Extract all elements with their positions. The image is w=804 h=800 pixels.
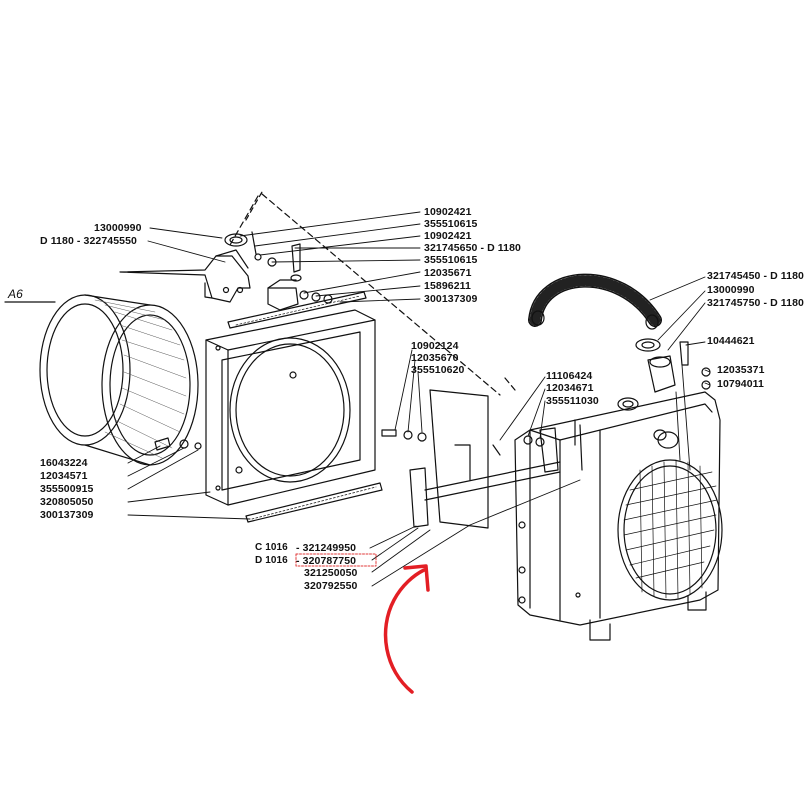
screw-16043224 xyxy=(154,437,202,451)
part-label: 355511030 xyxy=(546,395,599,407)
part-label: 10902421 xyxy=(424,230,472,242)
pipe-support-bracket xyxy=(119,233,251,303)
part-label: 16043224 xyxy=(40,457,88,469)
model-label: D 1016 xyxy=(255,555,288,566)
part-label: 355500915 xyxy=(40,483,94,495)
leaders-top-left xyxy=(147,227,226,263)
bracket-bolts xyxy=(251,231,333,311)
part-label: 15896211 xyxy=(424,280,471,292)
hose-outlet xyxy=(635,338,711,393)
shroud-frame xyxy=(205,309,376,506)
part-label: 321250050 xyxy=(304,567,358,579)
leaders-center xyxy=(394,349,423,433)
part-label: - 320787750 xyxy=(296,555,357,567)
leaders-variants xyxy=(369,479,581,587)
part-label: 300137309 xyxy=(424,293,478,305)
part-label: 321745650 - D 1180 xyxy=(424,242,521,254)
part-label: 355510615 xyxy=(424,218,478,230)
support-rod xyxy=(409,427,561,528)
leaders-mid xyxy=(499,376,546,441)
part-label: D 1180 - 322745550 xyxy=(40,235,137,247)
part-label: 12035371 xyxy=(717,364,765,376)
part-label: 321745750 - D 1180 xyxy=(707,297,804,309)
section-label: A6 xyxy=(8,287,23,301)
model-label: C 1016 xyxy=(255,542,288,553)
radiator xyxy=(514,391,723,641)
part-number: 321249950 xyxy=(302,542,357,554)
mounting-plate xyxy=(429,389,489,529)
part-label: 321745450 - D 1180 xyxy=(707,270,804,282)
part-label: 12035670 xyxy=(411,352,459,364)
part-label: 10794011 xyxy=(717,378,764,390)
part-label: 13000990 xyxy=(707,284,755,296)
part-label: 320805050 xyxy=(40,496,94,508)
part-label: 355510620 xyxy=(411,364,465,376)
part-label: 10444621 xyxy=(707,335,755,347)
part-label: 10902421 xyxy=(424,206,472,218)
rubber-strip-top xyxy=(227,291,367,329)
part-label: 11106424 xyxy=(546,370,593,382)
rubber-strip-bottom xyxy=(245,482,383,523)
coolant-hose xyxy=(528,273,662,330)
part-label: 300137309 xyxy=(40,509,94,521)
frame-bolts xyxy=(381,429,427,442)
part-label: 12035671 xyxy=(424,267,472,279)
assembly-dashed-line-2 xyxy=(245,191,263,221)
part-number: 320787750 xyxy=(302,555,357,567)
leaders-far-right xyxy=(649,276,711,471)
part-label: 12034671 xyxy=(546,382,594,394)
leaders-left-bottom xyxy=(127,445,251,520)
part-label: 13000990 xyxy=(94,222,142,234)
part-label: 10902124 xyxy=(411,340,459,352)
highlight-box xyxy=(295,553,377,567)
part-label: - 321249950 xyxy=(296,542,357,554)
shroud-ring xyxy=(39,294,199,466)
red-arrow xyxy=(383,564,430,694)
part-label: 320792550 xyxy=(304,580,358,592)
part-label: 355510615 xyxy=(424,254,478,266)
part-label: 12034571 xyxy=(40,470,88,482)
leaders-top-right xyxy=(239,211,421,303)
